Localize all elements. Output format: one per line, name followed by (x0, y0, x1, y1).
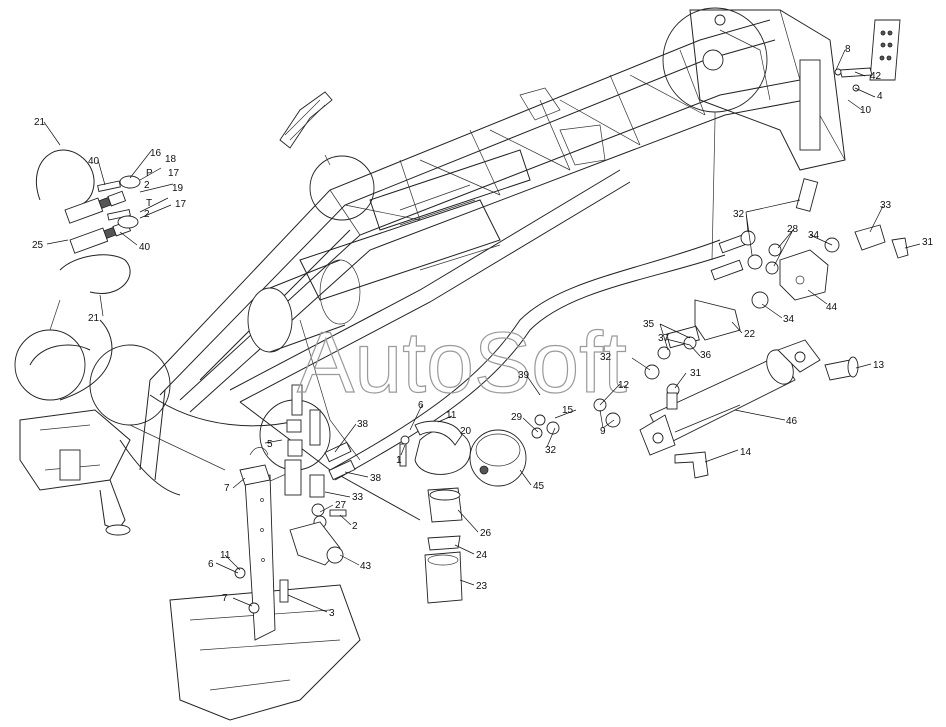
callout-29: 29 (511, 412, 523, 423)
callout-2: 2 (352, 521, 358, 532)
callout-44: 44 (826, 302, 838, 313)
callout-34: 34 (783, 314, 795, 325)
callout-28: 28 (787, 224, 799, 235)
callout-32: 32 (600, 352, 612, 363)
callout-42: 42 (870, 71, 882, 82)
callout-13: 13 (873, 360, 885, 371)
callout-27: 27 (335, 500, 347, 511)
callout-p: P (146, 168, 153, 179)
fitting-group (234, 384, 621, 641)
callout-18: 18 (165, 154, 177, 165)
callout-16: 16 (150, 148, 162, 159)
callout-38: 38 (370, 473, 382, 484)
callout-32: 32 (733, 209, 745, 220)
hoses (29, 239, 726, 496)
callout-4: 4 (877, 91, 883, 102)
callout-39: 39 (518, 370, 530, 381)
callout-20: 20 (460, 426, 472, 437)
detail-circle-center (309, 155, 375, 221)
callout-45: 45 (533, 481, 545, 492)
callout-17: 17 (168, 168, 180, 179)
callout-12: 12 (618, 380, 630, 391)
callout-11: 11 (446, 410, 457, 421)
callout-38: 38 (357, 419, 369, 430)
callout-8: 8 (845, 44, 851, 55)
callout-32: 32 (545, 445, 557, 456)
callout-t: T (146, 198, 152, 209)
callout-37: 37 (658, 333, 670, 344)
callout-17: 17 (175, 199, 187, 210)
callout-34: 34 (808, 230, 820, 241)
callout-labels: 21 40 16 18 P 17 2 19 T 17 2 25 40 21 8 … (32, 44, 934, 619)
coupler-group (35, 149, 141, 294)
callout-6: 6 (208, 559, 214, 570)
callout-21: 21 (34, 117, 46, 128)
detail-circle-coupler (14, 329, 86, 401)
boom-frame (19, 9, 846, 721)
callout-5: 5 (267, 439, 273, 450)
callout-14: 14 (740, 447, 752, 458)
callout-7: 7 (224, 483, 230, 494)
callout-33: 33 (880, 200, 892, 211)
callout-40: 40 (139, 242, 151, 253)
callout-15: 15 (562, 405, 574, 416)
callout-24: 24 (476, 550, 488, 561)
callout-2: 2 (144, 180, 150, 191)
callout-25: 25 (32, 240, 44, 251)
callout-9: 9 (600, 426, 606, 437)
leader-lines (43, 49, 921, 613)
callout-33: 33 (352, 492, 364, 503)
callout-6: 6 (418, 400, 424, 411)
accumulator-group (399, 428, 527, 604)
callout-21: 21 (88, 313, 100, 324)
callout-35: 35 (643, 319, 655, 330)
callout-43: 43 (360, 561, 372, 572)
detail-circles (14, 7, 768, 491)
callout-11: 11 (220, 550, 231, 561)
callout-36: 36 (700, 350, 712, 361)
callout-10: 10 (860, 105, 872, 116)
callout-23: 23 (476, 581, 488, 592)
callout-46: 46 (786, 416, 798, 427)
callout-19: 19 (172, 183, 184, 194)
callout-22: 22 (744, 329, 756, 340)
callout-2: 2 (144, 209, 150, 220)
callout-1: 1 (396, 455, 402, 466)
callout-40: 40 (88, 156, 100, 167)
callout-31: 31 (690, 368, 702, 379)
valve-cluster (639, 19, 909, 479)
callout-3: 3 (329, 608, 335, 619)
callout-7: 7 (222, 593, 228, 604)
detail-circle-hose (89, 344, 171, 426)
watermark-text: AutoSoft (297, 315, 627, 411)
callout-26: 26 (480, 528, 492, 539)
callout-31: 31 (922, 237, 934, 248)
